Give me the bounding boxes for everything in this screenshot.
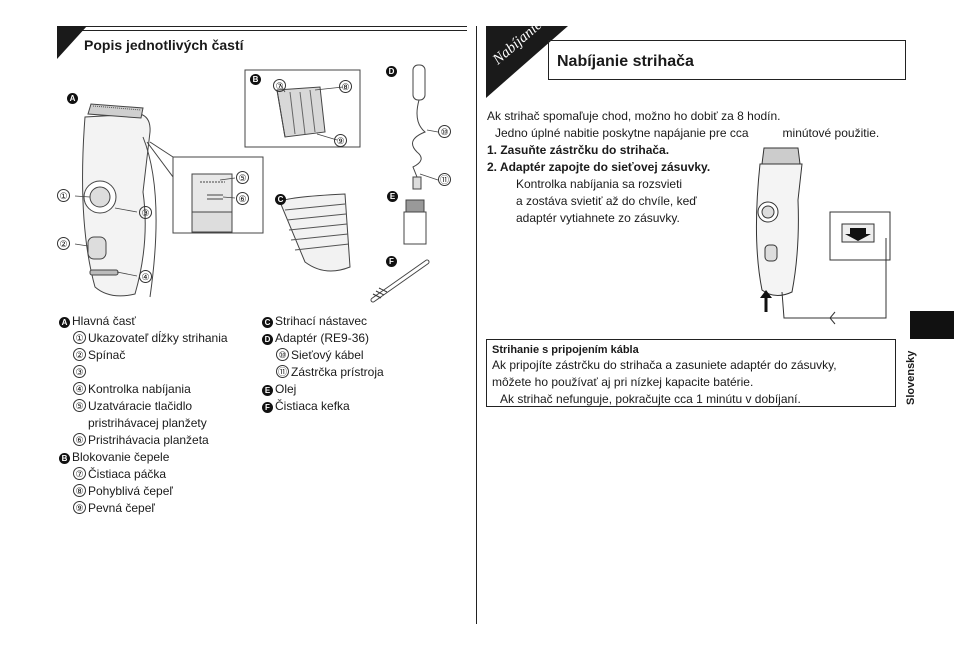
callout-9: ⑨ xyxy=(334,134,347,147)
step-2-note: Kontrolka nabíjania sa rozsvieti a zostá… xyxy=(516,176,697,227)
language-tab-block xyxy=(910,311,954,339)
callout-10: ⑩ xyxy=(438,125,451,138)
step-2: 2. Adaptér zapojte do sieťovej zásuvky. xyxy=(487,159,710,176)
right-section-header: Nabíjanie Nabíjanie strihača xyxy=(486,26,906,82)
legend-row: pristrihávacej planžety xyxy=(59,415,228,432)
clipper-body-illustration xyxy=(83,104,180,297)
info-box-line-1: Ak pripojíte zástrčku do strihača a zasu… xyxy=(492,357,837,374)
left-section-title: Popis jednotlivých častí xyxy=(84,37,244,53)
callout-1: ① xyxy=(57,189,70,202)
marker-a: A xyxy=(67,93,78,104)
left-section-header: Popis jednotlivých častí xyxy=(57,26,467,59)
callout-6: ⑥ xyxy=(236,192,249,205)
marker-d: D xyxy=(386,66,397,77)
info-box-line-3: Ak strihač nefunguje, pokračujte cca 1 m… xyxy=(500,391,801,408)
callout-3: ③ xyxy=(139,206,152,219)
callout-11: ⑪ xyxy=(438,173,451,186)
callout-4: ④ xyxy=(139,270,152,283)
language-tab-label: Slovensky xyxy=(905,351,917,405)
page-divider xyxy=(476,26,477,624)
callout-7: ⑦ xyxy=(273,79,286,92)
parts-diagram xyxy=(55,62,465,312)
info-box-line-2: môžete ho používať aj pri nízkej kapacit… xyxy=(492,374,753,391)
marker-c: C xyxy=(275,194,286,205)
marker-e: E xyxy=(387,191,398,202)
step-1: 1. Zasuňte zástrčku do strihača. xyxy=(487,142,669,159)
callout-2: ② xyxy=(57,237,70,250)
intro-line-1: Ak strihač spomaľuje chod, možno ho dobi… xyxy=(487,108,781,125)
legend-row: ③ xyxy=(59,364,228,381)
callout-8: ⑧ xyxy=(339,80,352,93)
marker-f: F xyxy=(386,256,397,267)
marker-b: B xyxy=(250,74,261,85)
right-section-title: Nabíjanie strihača xyxy=(557,53,694,71)
callout-5: ⑤ xyxy=(236,171,249,184)
charging-illustration xyxy=(740,140,900,325)
